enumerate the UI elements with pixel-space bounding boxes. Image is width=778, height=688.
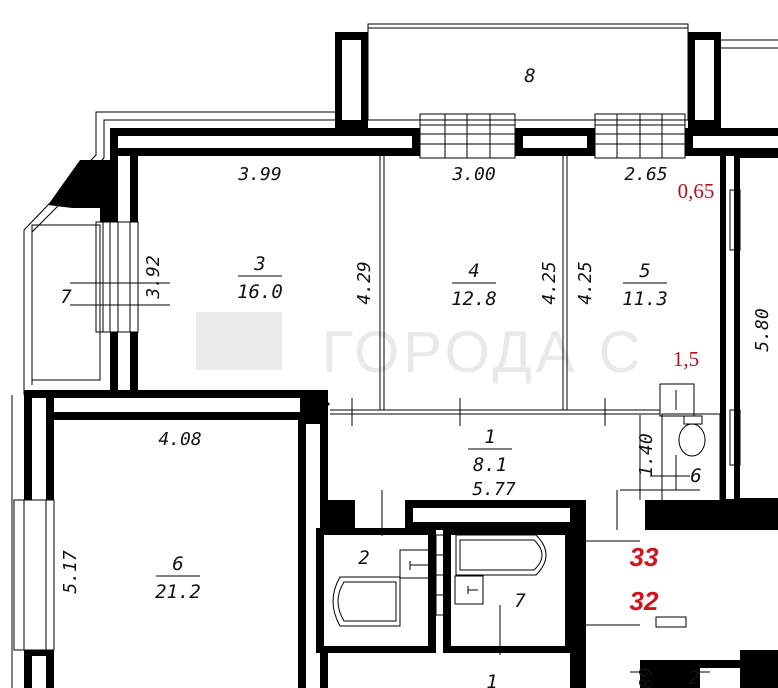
partitions xyxy=(330,156,721,628)
dim-bottom-partial: 89 xyxy=(636,667,657,688)
loggia-label: 7 xyxy=(60,286,72,308)
room-number: 6 xyxy=(172,553,183,575)
room-area: 12.8 xyxy=(451,288,497,310)
dim-room4-depth: 4.25 xyxy=(539,261,560,304)
bathroom-label: 2 xyxy=(358,547,369,569)
plumbing-fixtures xyxy=(332,534,547,655)
dim-loggia-depth: 3.92 xyxy=(143,255,164,299)
walls xyxy=(13,113,778,688)
wc-label: 7 xyxy=(514,590,526,612)
balcony-outline xyxy=(335,23,721,128)
dim-right-room-depth: 5.80 xyxy=(752,308,773,351)
room-number: 4 xyxy=(468,260,479,282)
flat-number-upper: 33 xyxy=(630,542,659,572)
balcony-label: 8 xyxy=(524,65,535,87)
room-number: 5 xyxy=(639,260,650,282)
room-area: 21.2 xyxy=(155,581,201,603)
room-3: 3 16.0 xyxy=(237,253,283,303)
sink-icon xyxy=(454,575,484,605)
room-6: 6 21.2 xyxy=(155,553,201,603)
watermark: ГОРОДА С xyxy=(322,320,644,385)
bathtub-icon xyxy=(455,534,547,576)
dim-room6-depth: 5.17 xyxy=(60,550,81,594)
room-5: 5 11.3 xyxy=(622,260,668,310)
room-area: 11.3 xyxy=(622,288,668,310)
lower-corridor-label: 1 xyxy=(486,671,497,688)
room-area: 16.0 xyxy=(237,281,283,303)
dim-hall-length: 5.77 xyxy=(472,479,516,500)
room-4: 4 12.8 xyxy=(451,260,497,310)
dim-room3-width: 3.99 xyxy=(237,164,281,185)
room-1-hall: 1 8.1 xyxy=(468,426,512,476)
dimension-ticks xyxy=(70,282,710,673)
wc-right-label: 6 xyxy=(690,465,701,487)
red-annotation-a: 0,65 xyxy=(678,179,715,203)
dim-room6-width: 4.08 xyxy=(158,429,201,450)
loggia-outline xyxy=(31,160,112,381)
dim-room5-depth: 4.25 xyxy=(575,261,596,304)
dim-hall-width: 1.40 xyxy=(636,433,657,476)
flat-number-lower: 32 xyxy=(630,586,659,616)
dim-room4-width: 3.00 xyxy=(451,164,495,185)
red-annotation-b: 1,5 xyxy=(673,347,699,371)
room-number: 3 xyxy=(253,253,265,275)
bathtub-icon xyxy=(332,576,401,627)
watermark-logo-block xyxy=(196,312,282,370)
dim-room3-depth: 4.29 xyxy=(354,261,375,304)
room-number: 1 xyxy=(484,426,495,448)
room-area: 8.1 xyxy=(473,454,507,476)
dim-room5-width: 2.65 xyxy=(624,164,667,185)
lower-right-label: 2 xyxy=(688,667,699,688)
